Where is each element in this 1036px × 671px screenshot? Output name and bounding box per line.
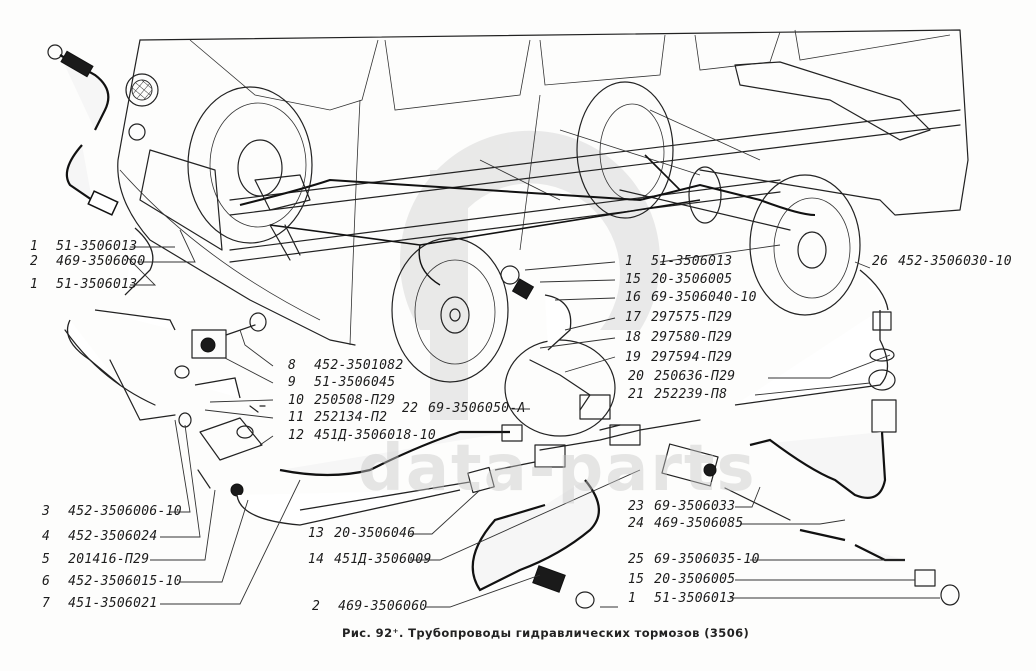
- part-label: 25 69-3506035-10: [628, 552, 760, 567]
- part-label: 12 451Д-3506018-10: [288, 428, 437, 443]
- center-hoses: [279, 339, 701, 609]
- front-wheel: [187, 86, 313, 244]
- part-label: 21 252239-П8: [628, 387, 728, 402]
- part-label: 26 452-3506030-10: [872, 254, 1012, 269]
- chassis-frame: [229, 61, 961, 263]
- watermark-text: data-parts: [358, 432, 757, 506]
- part-label: 1 51-3506013: [30, 239, 138, 254]
- watermark-logo: [400, 130, 661, 420]
- part-label: 13 20-3506046: [308, 526, 416, 541]
- part-label: 19 297594-П29: [625, 350, 733, 365]
- part-label: 22 69-3506050-А: [402, 401, 526, 416]
- part-label: 23 69-3506033: [628, 499, 736, 514]
- part-label: 2 469-3506060: [30, 254, 146, 269]
- part-label: 14 451Д-3506009: [308, 552, 432, 567]
- front-right-wheel: [391, 237, 509, 383]
- part-label: 8 452-3501082: [288, 358, 404, 373]
- part-label: 11 252134-П2: [288, 410, 388, 425]
- part-label: 1 51-3506013: [628, 591, 736, 606]
- part-label: 6 452-3506015-10: [42, 574, 182, 589]
- front-hose-assembly: [47, 44, 154, 296]
- figure-caption: Рис. 92⁺. Трубопроводы гидравлических то…: [342, 626, 750, 640]
- leader-lines: [124, 229, 940, 608]
- rear-axle: [619, 166, 791, 231]
- part-label: 7 451-3506021: [42, 596, 158, 611]
- part-label: 20 250636-П29: [628, 369, 736, 384]
- part-label: 1 51-3506013: [30, 277, 138, 292]
- part-label: 18 297580-П29: [625, 330, 733, 345]
- rear-right-wheel: [749, 174, 861, 316]
- rear-fittings: [500, 265, 960, 606]
- part-label: 17 297575-П29: [625, 310, 733, 325]
- part-label: 9 51-3506045: [288, 375, 396, 390]
- part-label: 1 51-3506013: [625, 254, 733, 269]
- part-label: 5 201416-П29: [42, 552, 150, 567]
- part-label: 24 469-3506085: [628, 516, 744, 531]
- part-label: 15 20-3506005: [628, 572, 736, 587]
- part-label: 10 250508-П29: [288, 393, 396, 408]
- part-label: 3 452-3506006-10: [42, 504, 182, 519]
- part-label: 16 69-3506040-10: [625, 290, 757, 305]
- part-label: 2 469-3506060: [312, 599, 428, 614]
- part-label: 4 452-3506024: [42, 529, 158, 544]
- brake-lines-chassis: [239, 154, 816, 286]
- front-tee-fittings: [64, 309, 461, 526]
- part-label: 15 20-3506005: [625, 272, 733, 287]
